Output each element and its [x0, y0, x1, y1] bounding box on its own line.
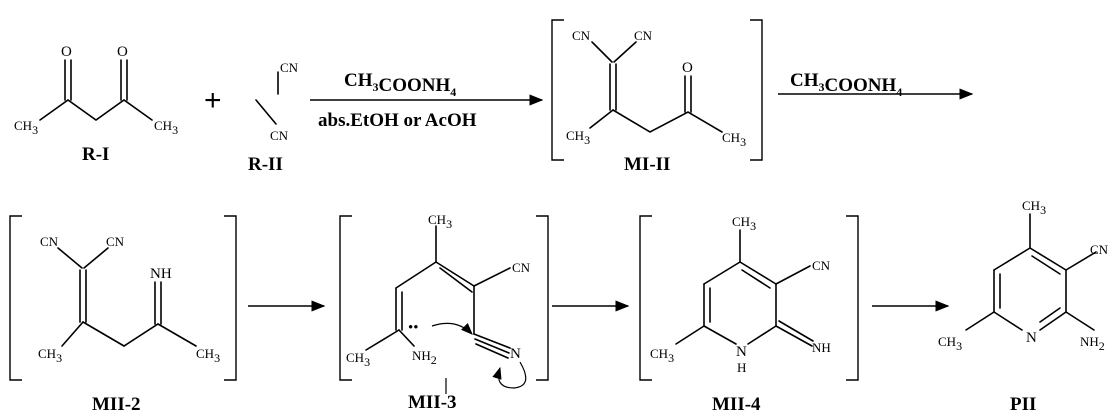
svg-text:CH3: CH3 [346, 350, 370, 369]
atom-subscript: 3 [172, 123, 178, 137]
svg-text:CH3: CH3 [566, 128, 590, 147]
svg-text:CH3: CH3 [650, 346, 674, 365]
atom-subscript: 3 [364, 355, 370, 369]
reaction-arrow-1: CH3COONH4 abs.EtOH or AcOH [310, 70, 544, 131]
reagent-text: abs.EtOH or AcOH [318, 110, 477, 131]
atom-hydrogen: H [737, 360, 746, 375]
atom-subscript: 3 [1040, 203, 1046, 217]
molecule-r2: CN CN R-II [248, 60, 299, 175]
atom-cyano: CN [512, 260, 531, 275]
atom-oxygen: O [61, 44, 72, 60]
molecule-mii3: CH3 CN CH3 NH2 N •• MII-3 [339, 212, 549, 413]
reagent-text: CH3COONH4 [344, 70, 456, 99]
molecule-pii: CH3 CN CH3 N NH2 PII [938, 198, 1109, 415]
lone-pair-dots: •• [408, 320, 419, 336]
atom-methyl: CH [566, 128, 584, 143]
atom-methyl: CH [722, 130, 740, 145]
plus-sign: + [204, 84, 222, 117]
atom-methyl: CH [196, 346, 214, 361]
svg-text:CH3: CH3 [722, 130, 746, 149]
compound-label-pii: PII [1010, 394, 1036, 415]
atom-amine: NH [412, 348, 431, 363]
molecule-mii4: CH3 CN CH3 N H NH MII-4 [639, 214, 859, 415]
atom-methyl: CH [732, 214, 750, 229]
compound-label-mii4: MII-4 [712, 394, 761, 415]
atom-subscript: 3 [56, 351, 62, 365]
atom-cyano: CN [106, 234, 125, 249]
atom-imine: NH [150, 266, 172, 282]
molecule-mii2: CN CN NH CH3 CH3 MII-2 [9, 215, 237, 415]
atom-subscript: 3 [214, 351, 220, 365]
atom-methyl: CH [38, 346, 56, 361]
atom-oxygen: O [682, 60, 693, 76]
atom-subscript: 3 [750, 219, 756, 233]
atom-oxygen: O [117, 44, 128, 60]
atom-methyl: CH [650, 346, 668, 361]
atom-cyano: CN [40, 234, 59, 249]
curved-electron-arrow [431, 322, 473, 335]
atom-methyl: CH [1022, 198, 1040, 213]
atom-methyl: CH [346, 350, 364, 365]
atom-cyano: CN [1090, 242, 1109, 257]
svg-text:CH3: CH3 [196, 346, 220, 365]
atom-subscript: 2 [431, 353, 437, 367]
svg-text:CH3COONH4: CH3COONH4 [344, 70, 456, 99]
atom-cyano: CN [270, 128, 289, 143]
svg-text:CH3: CH3 [38, 346, 62, 365]
atom-ring-n: N [1026, 330, 1037, 346]
compound-label-r1: R-I [82, 144, 109, 165]
reagent-text: CH3COONH4 [790, 70, 902, 99]
atom-nitrile-n: N [510, 346, 521, 362]
atom-subscript: 3 [32, 123, 38, 137]
atom-ring-n: N [736, 344, 747, 360]
atom-subscript: 3 [956, 339, 962, 353]
atom-subscript: 2 [1099, 339, 1105, 353]
atom-methyl: CH [428, 212, 446, 227]
molecule-r1: O O CH3 CH3 R-I [14, 44, 178, 165]
svg-text:CH3: CH3 [428, 212, 452, 231]
svg-text:CH3: CH3 [1022, 198, 1046, 217]
compound-label-mii3: MII-3 [408, 392, 457, 413]
atom-cyano: CN [634, 28, 653, 43]
atom-cyano: CN [572, 28, 591, 43]
svg-text:NH2: NH2 [1080, 334, 1105, 353]
atom-subscript: 3 [668, 351, 674, 365]
molecule-mi2: CN CN O CH3 CH3 MI-II [551, 19, 763, 175]
svg-text:CH3: CH3 [14, 118, 38, 137]
compound-label-r2: R-II [248, 154, 283, 175]
reaction-arrow-2: CH3COONH4 [778, 70, 974, 100]
svg-text:CH3: CH3 [732, 214, 756, 233]
atom-subscript: 3 [740, 135, 746, 149]
svg-text:CH3: CH3 [938, 334, 962, 353]
atom-cyano: CN [812, 258, 831, 273]
compound-label-mii2: MII-2 [92, 394, 141, 415]
atom-subscript: 3 [584, 133, 590, 147]
atom-amine: NH [1080, 334, 1099, 349]
atom-methyl: CH [938, 334, 956, 349]
atom-subscript: 3 [446, 217, 452, 231]
atom-cyano: CN [280, 60, 299, 75]
svg-text:CH3: CH3 [154, 118, 178, 137]
svg-text:NH2: NH2 [412, 348, 437, 367]
atom-methyl: CH [14, 118, 32, 133]
curved-electron-arrow [492, 361, 527, 389]
atom-imine: NH [812, 340, 831, 355]
atom-methyl: CH [154, 118, 172, 133]
compound-label-mi2: MI-II [624, 154, 670, 175]
